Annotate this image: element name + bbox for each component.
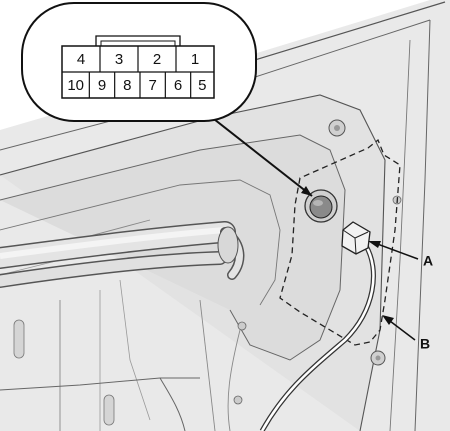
leader-line-a xyxy=(371,241,419,260)
pin-5-label: 5 xyxy=(198,77,206,94)
pin-3-label: 3 xyxy=(115,51,123,68)
pin-10-label: 10 xyxy=(67,77,84,94)
pin-4-label: 4 xyxy=(77,51,85,68)
callout-a-label: A xyxy=(423,253,433,269)
leader-arrow-a xyxy=(368,241,381,248)
leader-line-connector-view xyxy=(204,111,313,197)
pin-2-label: 2 xyxy=(153,51,161,68)
leader-arrow-connector-view xyxy=(301,186,312,196)
pin-1-label: 1 xyxy=(191,51,199,68)
dashed-outline-b xyxy=(279,138,401,346)
pin-6-label: 6 xyxy=(174,77,182,94)
cable-bundle xyxy=(0,221,245,431)
pin-7-label: 7 xyxy=(149,77,157,94)
leader-arrow-b xyxy=(382,315,394,325)
pin-9-label: 9 xyxy=(98,77,106,94)
callout-b-label: B xyxy=(420,336,430,352)
pin-8-label: 8 xyxy=(123,77,131,94)
harness-wire xyxy=(259,244,376,431)
connector-a xyxy=(341,221,371,255)
door-grommet xyxy=(304,189,338,223)
connector-face-callout: 4 3 2 1 10 9 8 7 6 5 xyxy=(21,2,257,122)
